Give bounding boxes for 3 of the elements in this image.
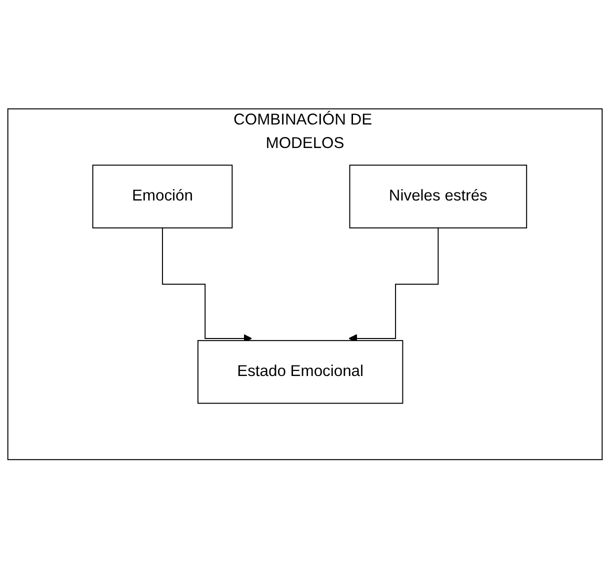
- node-box: Niveles estrés: [349, 164, 528, 229]
- node-box: Emoción: [92, 164, 233, 229]
- node-box: Estado Emocional: [197, 340, 404, 404]
